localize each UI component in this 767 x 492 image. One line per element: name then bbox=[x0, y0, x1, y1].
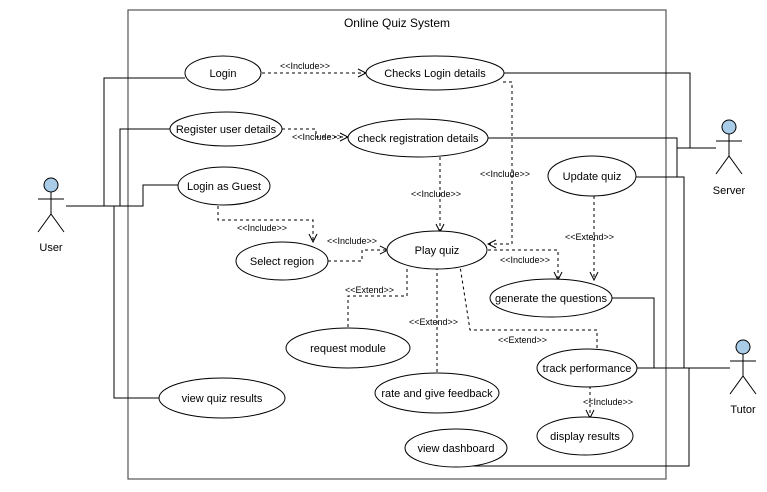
actor-user-label: User bbox=[39, 242, 63, 254]
rel-play-generate-include: <<Include>> bbox=[500, 255, 550, 265]
uc-track-performance[interactable]: track performance bbox=[536, 348, 638, 388]
dep-region-play bbox=[328, 250, 388, 262]
rel-login-include: <<Include>> bbox=[280, 61, 330, 71]
actor-user-legs bbox=[37, 213, 65, 233]
assoc-checklogin-server bbox=[504, 72, 716, 149]
rel-request-extend: <<Extend>> bbox=[345, 285, 394, 295]
uc-view-dashboard[interactable]: view dashboard bbox=[404, 428, 508, 468]
uc-login-guest[interactable]: Login as Guest bbox=[177, 166, 271, 206]
uc-register[interactable]: Register user details bbox=[169, 111, 283, 147]
uc-play-quiz[interactable]: Play quiz bbox=[386, 230, 488, 270]
assoc-user-guest bbox=[66, 184, 178, 207]
uc-select-region-shape bbox=[235, 241, 329, 281]
uc-generate-questions[interactable]: generate the questions bbox=[489, 278, 613, 318]
uc-login-guest-shape bbox=[177, 166, 271, 206]
actor-tutor-label: Tutor bbox=[730, 404, 756, 416]
rel-checkreg-include: <<Include>> bbox=[411, 189, 461, 199]
uc-view-dashboard-shape bbox=[404, 428, 508, 468]
uc-select-region-label: Select region bbox=[250, 256, 314, 268]
uc-track-performance-label: track performance bbox=[543, 363, 632, 375]
actor-tutor-head bbox=[735, 339, 751, 355]
uc-login-guest-label: Login as Guest bbox=[187, 181, 261, 193]
uc-generate-questions-label: generate the questions bbox=[495, 293, 607, 305]
uc-rate-feedback-label: rate and give feedback bbox=[381, 388, 493, 400]
uc-display-results-shape bbox=[536, 416, 634, 456]
uc-request-module-shape bbox=[285, 327, 411, 369]
rel-rate-extend: <<Extend>> bbox=[409, 317, 458, 327]
uc-display-results-label: display results bbox=[550, 431, 620, 443]
uc-view-dashboard-label: view dashboard bbox=[417, 443, 494, 455]
actor-user[interactable]: User bbox=[37, 177, 65, 254]
rel-region-include: <<Include>> bbox=[327, 236, 377, 246]
uc-update-quiz-label: Update quiz bbox=[563, 171, 622, 183]
dep-guest-region bbox=[217, 206, 313, 242]
assoc-user-view-results bbox=[66, 205, 163, 399]
uc-request-module[interactable]: request module bbox=[285, 327, 411, 369]
uc-register-label: Register user details bbox=[176, 124, 277, 136]
associations bbox=[66, 72, 730, 467]
dep-register-checkreg bbox=[282, 128, 348, 137]
actor-user-head bbox=[43, 177, 59, 193]
dep-play-generate bbox=[488, 249, 558, 280]
uc-update-quiz[interactable]: Update quiz bbox=[547, 155, 637, 197]
uc-check-registration-label: check registration details bbox=[357, 133, 479, 145]
uc-view-results[interactable]: view quiz results bbox=[158, 377, 286, 419]
uc-select-region[interactable]: Select region bbox=[235, 241, 329, 281]
rel-display-include: <<Include>> bbox=[583, 397, 633, 407]
uc-view-results-label: view quiz results bbox=[182, 393, 263, 405]
actor-tutor[interactable]: Tutor bbox=[729, 339, 757, 416]
assoc-user-register bbox=[66, 128, 170, 207]
uc-play-quiz-shape bbox=[386, 230, 488, 270]
uc-checks-login-label: Checks Login details bbox=[384, 68, 486, 80]
assoc-update-tutor bbox=[636, 176, 730, 369]
uc-register-shape bbox=[169, 111, 283, 147]
uc-check-registration-shape bbox=[347, 118, 489, 158]
relation-labels: <<Include>> <<Include>> <<Include>> <<In… bbox=[237, 61, 633, 407]
actor-tutor-legs bbox=[729, 375, 757, 395]
actor-server[interactable]: Server bbox=[713, 119, 746, 197]
use-cases: Login Checks Login details Register user… bbox=[158, 55, 638, 468]
assoc-user-login bbox=[66, 77, 185, 207]
uc-checks-login[interactable]: Checks Login details bbox=[365, 55, 505, 91]
uc-login-shape bbox=[184, 55, 262, 91]
rel-update-extend: <<Extend>> bbox=[565, 232, 614, 242]
uc-play-quiz-label: Play quiz bbox=[415, 245, 460, 257]
dep-request-play bbox=[347, 268, 408, 327]
uc-rate-feedback[interactable]: rate and give feedback bbox=[374, 372, 500, 414]
actor-server-label: Server bbox=[713, 185, 746, 197]
assoc-checkreg-server bbox=[488, 137, 716, 149]
actor-server-head bbox=[721, 119, 737, 135]
uc-display-results[interactable]: display results bbox=[536, 416, 634, 456]
uc-checks-login-shape bbox=[365, 55, 505, 91]
rel-guest-include: <<Include>> bbox=[237, 223, 287, 233]
rel-register-include: <<Include>> bbox=[292, 132, 342, 142]
assoc-update-server bbox=[636, 147, 716, 178]
dep-checklogin-play bbox=[488, 81, 513, 244]
uc-update-quiz-shape bbox=[547, 155, 637, 197]
uc-request-module-label: request module bbox=[310, 343, 386, 355]
uc-view-results-shape bbox=[158, 377, 286, 419]
uc-rate-feedback-shape bbox=[374, 372, 500, 414]
uc-check-registration[interactable]: check registration details bbox=[347, 118, 489, 158]
assoc-dashboard-tutor bbox=[470, 367, 730, 467]
dep-track-play bbox=[459, 265, 598, 348]
uc-login[interactable]: Login bbox=[184, 55, 262, 91]
dependencies bbox=[217, 73, 598, 418]
actor-server-legs bbox=[715, 155, 743, 175]
system-boundary bbox=[127, 9, 667, 480]
uc-track-performance-shape bbox=[536, 348, 638, 388]
uc-generate-questions-shape bbox=[489, 278, 613, 318]
uc-login-label: Login bbox=[210, 68, 237, 80]
rel-track-extend: <<Extend>> bbox=[498, 335, 547, 345]
system-title: Online Quiz System bbox=[344, 16, 450, 30]
rel-checklogin-include: <<Include>> bbox=[480, 169, 530, 179]
